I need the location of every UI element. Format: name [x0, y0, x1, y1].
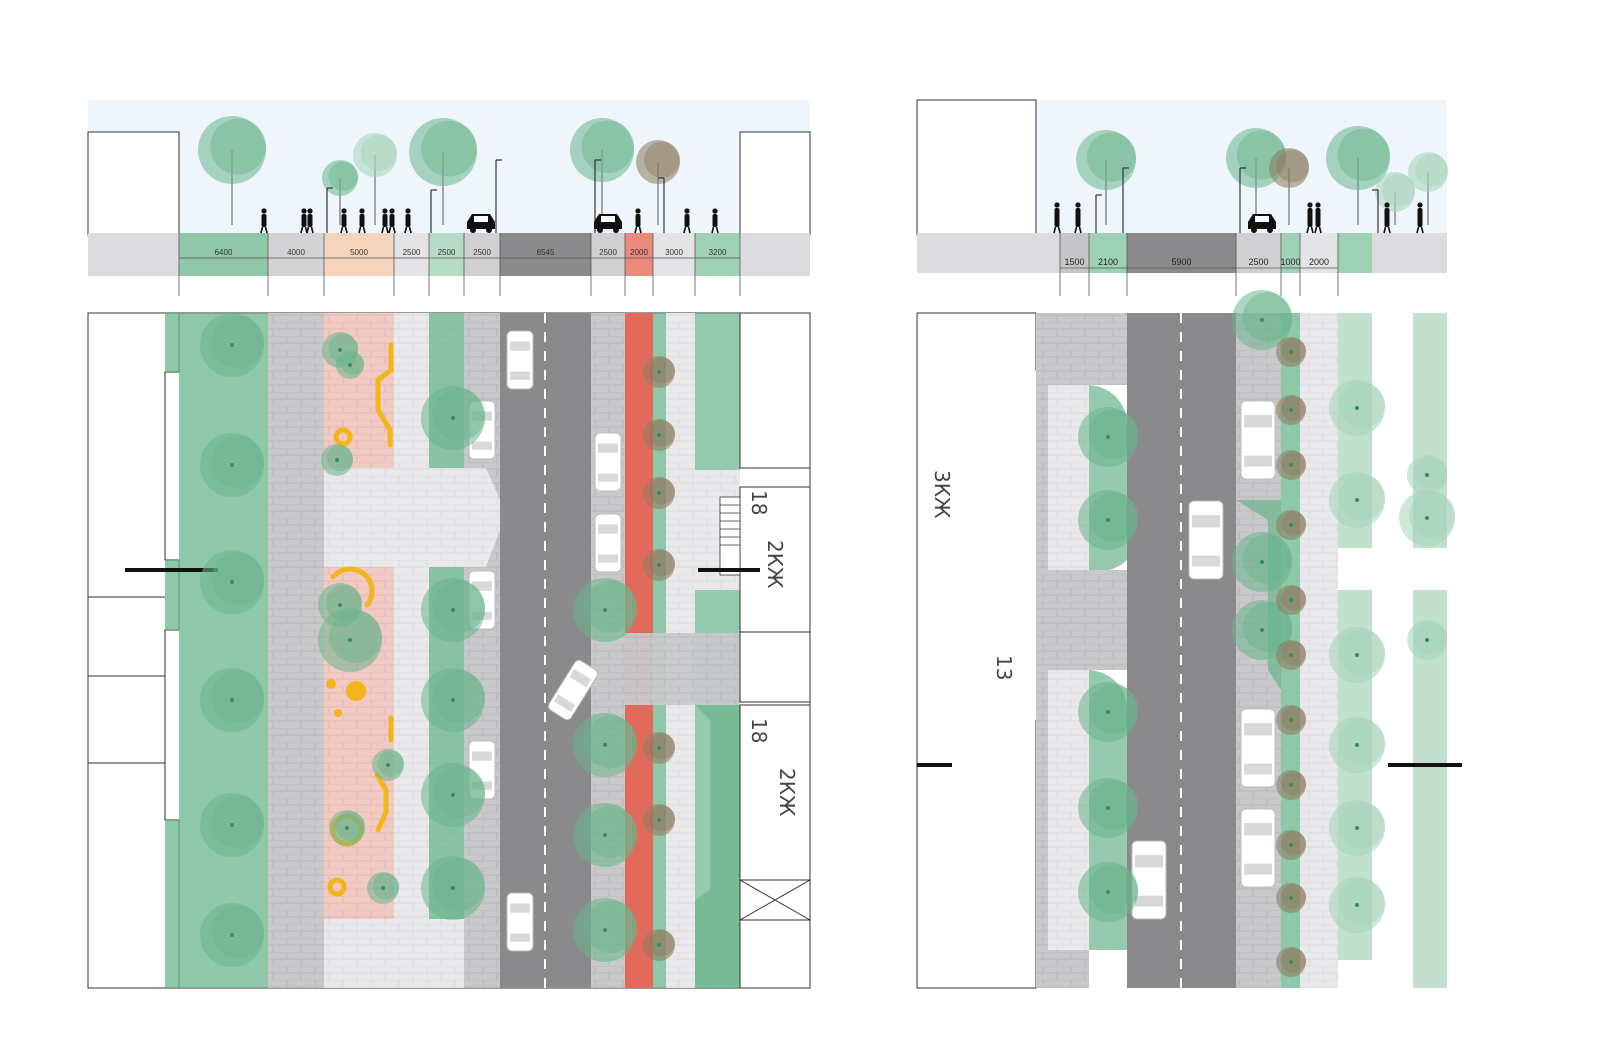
person-icon: [1315, 202, 1321, 208]
dimension-label: 3000: [665, 248, 683, 257]
tree-icon: [409, 118, 477, 186]
right-street-section: 1500 2100 5900 2500 1000 2000: [916, 99, 1448, 296]
dimension-label: 4000: [287, 248, 305, 257]
dimension-label: 6545: [537, 248, 555, 257]
pedestrian-crossing: [591, 633, 740, 705]
paving-walkway: [268, 313, 324, 988]
person-icon: [1417, 202, 1423, 208]
dimension-label: 2500: [599, 248, 617, 257]
car-icon: [1240, 708, 1276, 788]
dimension-label: 2500: [438, 248, 456, 257]
building-left: [87, 131, 180, 236]
dimension-label: 6400: [215, 248, 233, 257]
tree-icon: [1375, 172, 1415, 212]
dimension-label: 5000: [350, 248, 368, 257]
car-icon: [1240, 400, 1276, 480]
person-icon: [684, 208, 690, 214]
tree-icon: [1326, 126, 1390, 190]
car-icon: [1240, 808, 1276, 888]
building-label: 3КЖ: [930, 470, 954, 519]
left-street-section: 6400 4000 5000 2500 2500 2500 6545 2500 2000 3000…: [87, 100, 811, 296]
left-street-plan: 18 2КЖ 18 2КЖ: [87, 312, 811, 989]
building-label: 2КЖ: [763, 540, 787, 589]
building-right: [739, 131, 811, 236]
dimension-label: 2500: [403, 248, 421, 257]
person-icon: [389, 208, 395, 214]
green-strip: [165, 313, 268, 988]
dimension-label: 2000: [630, 248, 648, 257]
car-icon: [594, 432, 622, 492]
tree-icon: [570, 118, 634, 182]
person-icon: [341, 208, 347, 214]
person-icon: [382, 208, 388, 214]
car-icon: [506, 892, 534, 952]
tree-icon: [636, 140, 680, 184]
person-icon: [307, 208, 313, 214]
building-label: 18: [747, 490, 771, 515]
dimension-label: 2100: [1098, 257, 1118, 267]
person-icon: [1384, 202, 1390, 208]
dimension-label: 2500: [473, 248, 491, 257]
car-icon: [506, 330, 534, 390]
car-icon: [594, 513, 622, 573]
right-street-plan: 3КЖ 13: [916, 290, 1462, 989]
tree-icon: [353, 133, 397, 177]
tree-icon: [198, 116, 266, 184]
person-icon: [1054, 202, 1060, 208]
person-icon: [635, 208, 641, 214]
tree-icon: [1269, 148, 1309, 188]
person-icon: [359, 208, 365, 214]
dimension-label: 1000: [1280, 257, 1300, 267]
building-label: 2КЖ: [775, 768, 799, 817]
person-icon: [712, 208, 718, 214]
carriageway: [500, 313, 591, 988]
dimension-label: 1500: [1064, 257, 1084, 267]
building-label: 13: [992, 655, 1016, 680]
person-icon: [1075, 202, 1081, 208]
person-icon: [405, 208, 411, 214]
car-icon: [1188, 500, 1224, 580]
person-icon: [301, 208, 307, 214]
dimension-label: 2500: [1248, 257, 1268, 267]
tree-icon: [1076, 130, 1136, 190]
building-label: 18: [747, 718, 771, 743]
dimension-label: 3200: [709, 248, 727, 257]
tree-icon: [1408, 152, 1448, 192]
dimension-label: 2000: [1309, 257, 1329, 267]
person-icon: [1307, 202, 1313, 208]
car-icon: [1131, 840, 1167, 920]
car-icon: [547, 659, 599, 721]
dimension-label: 5900: [1171, 257, 1191, 267]
tree-icon: [322, 160, 358, 196]
person-icon: [261, 208, 267, 214]
